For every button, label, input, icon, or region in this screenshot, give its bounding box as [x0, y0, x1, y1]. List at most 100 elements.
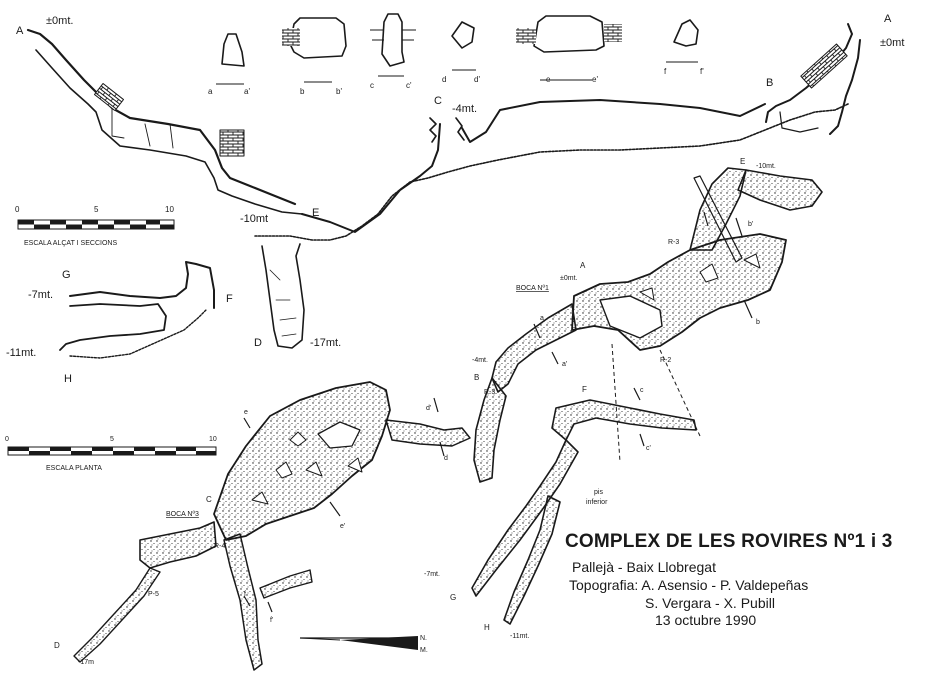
label-point-g: G	[62, 269, 71, 281]
label-depth-g: -7mt.	[28, 289, 53, 301]
plan-passage-ab	[491, 303, 577, 393]
label-depth-c: -4mt.	[452, 103, 477, 115]
section-label-d2: d'	[474, 75, 480, 84]
scale-elevation	[17, 219, 175, 230]
plan-gallery-east	[571, 233, 787, 351]
plan-sec-a: a	[540, 315, 544, 322]
label-depth-e: -10mt	[240, 213, 268, 225]
map-topography-credit: Topografia: A. Asensio - P. Valdepeñas	[569, 577, 809, 593]
section-label-d: d	[442, 75, 446, 84]
label-point-c: C	[434, 95, 442, 107]
plan-depth-b: -4mt.	[472, 357, 488, 364]
plan-point-a: A	[580, 261, 586, 270]
section-f	[673, 19, 699, 47]
plan-passage-f	[551, 399, 697, 441]
plan-point-f: F	[582, 385, 587, 394]
plan-point-b: B	[474, 373, 479, 382]
north-arrow	[299, 636, 418, 650]
label-point-f: F	[226, 293, 233, 305]
plan-point-h: H	[484, 623, 490, 632]
profile-wall-lower-left	[35, 49, 303, 215]
label-point-d: D	[254, 337, 262, 349]
map-authors-line2: S. Vergara - X. Pubill	[645, 595, 775, 611]
profile-wall-brick-left2	[219, 129, 245, 157]
elevation-profile-gfh	[59, 261, 215, 359]
plan-depth-g: -7mt.	[424, 571, 440, 578]
label-depth-a-right: ±0mt	[880, 37, 904, 49]
plan-sec-d: d	[444, 455, 448, 462]
label-depth-h: -11mt.	[6, 347, 36, 359]
plan-chamber-boca3	[139, 521, 217, 569]
plan-sec-c: c	[640, 387, 644, 394]
section-label-e: e	[546, 75, 551, 84]
profile-wall-brick-right	[800, 43, 848, 89]
cross-sections	[216, 13, 699, 85]
map-locality: Pallejà - Baix Llobregat	[572, 559, 716, 575]
plan-sec-f2: f'	[270, 617, 273, 624]
scale-elev-label: ESCALA ALÇAT I SECCIONS	[24, 240, 117, 247]
plan-passage-h	[503, 495, 561, 625]
plan-passage-g	[471, 439, 579, 597]
plan-sec-d2: d'	[426, 405, 431, 412]
elevation-labels: A ±0mt. A ±0mt B C -4mt. E -10mt D -17mt…	[5, 13, 904, 472]
plan-sec-e2: e'	[340, 523, 345, 530]
map-title: COMPLEX DE LES ROVIRES Nº1 i 3	[565, 531, 893, 552]
north-n: N.	[420, 635, 427, 642]
plan-passage-d	[73, 567, 161, 663]
plan-point-c: C	[206, 495, 212, 504]
plan-sec-f: f	[244, 591, 246, 598]
elevation-profile	[26, 23, 861, 349]
section-d	[451, 21, 475, 49]
label-point-a-right: A	[884, 13, 892, 25]
map-date: 13 octubre 1990	[655, 612, 757, 628]
plan-point-g: G	[450, 593, 456, 602]
label-point-a-left: A	[16, 25, 24, 37]
plan-passage-cd	[385, 419, 471, 447]
scale-plan	[7, 446, 217, 456]
plan-passage-f-south	[259, 569, 313, 599]
section-label-e2: e'	[592, 75, 598, 84]
label-depth-a-left: ±0mt.	[46, 15, 73, 27]
scale-plan-tick-5: 5	[110, 436, 114, 443]
plan-p5: P-5	[148, 591, 159, 598]
section-label-c2: c'	[406, 81, 412, 90]
plan-sec-b: b	[756, 319, 760, 326]
plan-lower-level-outline	[611, 343, 701, 463]
label-boca-3: BOCA Nº3	[166, 511, 199, 518]
plan-r3-b: R-3	[484, 389, 495, 396]
plan-r2: R-2	[660, 357, 671, 364]
scale-elev-tick-5: 5	[94, 205, 99, 214]
plan-inferior: inferior	[586, 499, 608, 506]
plan-depth-h: -11mt.	[510, 633, 529, 640]
plan-depth-d: -17m	[78, 659, 94, 666]
plan-view	[73, 167, 823, 671]
profile-wall-brick-left	[93, 82, 125, 112]
section-label-f: f	[664, 67, 667, 76]
north-m: M.	[420, 647, 428, 654]
profile-wall-center-top	[301, 99, 766, 233]
plan-pillar-c	[317, 421, 361, 449]
scale-elev-tick-10: 10	[165, 205, 174, 214]
scale-plan-label: ESCALA PLANTA	[46, 465, 102, 472]
section-label-c: c	[370, 81, 374, 90]
plan-sec-e: e	[244, 409, 248, 416]
section-a	[221, 33, 245, 67]
plan-point-e: E	[740, 157, 745, 166]
plan-sec-b2: b'	[748, 221, 753, 228]
label-point-h: H	[64, 373, 72, 385]
plan-labels: BOCA Nº1 BOCA Nº3 A ±0mt. B -4mt. C D -1…	[54, 157, 776, 666]
section-c	[381, 13, 405, 67]
scale-plan-tick-0: 0	[5, 436, 9, 443]
label-boca-1: BOCA Nº1	[516, 285, 549, 292]
label-point-b: B	[766, 77, 773, 89]
profile-wall-upper-left	[26, 28, 297, 206]
plan-r3-east: R-3	[668, 239, 679, 246]
plan-chamber-e	[737, 169, 823, 211]
plan-chamber-c	[213, 381, 391, 541]
plan-depth-a: ±0mt.	[560, 275, 578, 282]
plan-depth-e: -10mt.	[756, 163, 776, 170]
plan-sec-c2: c'	[646, 445, 651, 452]
section-label-a: a	[208, 87, 213, 96]
